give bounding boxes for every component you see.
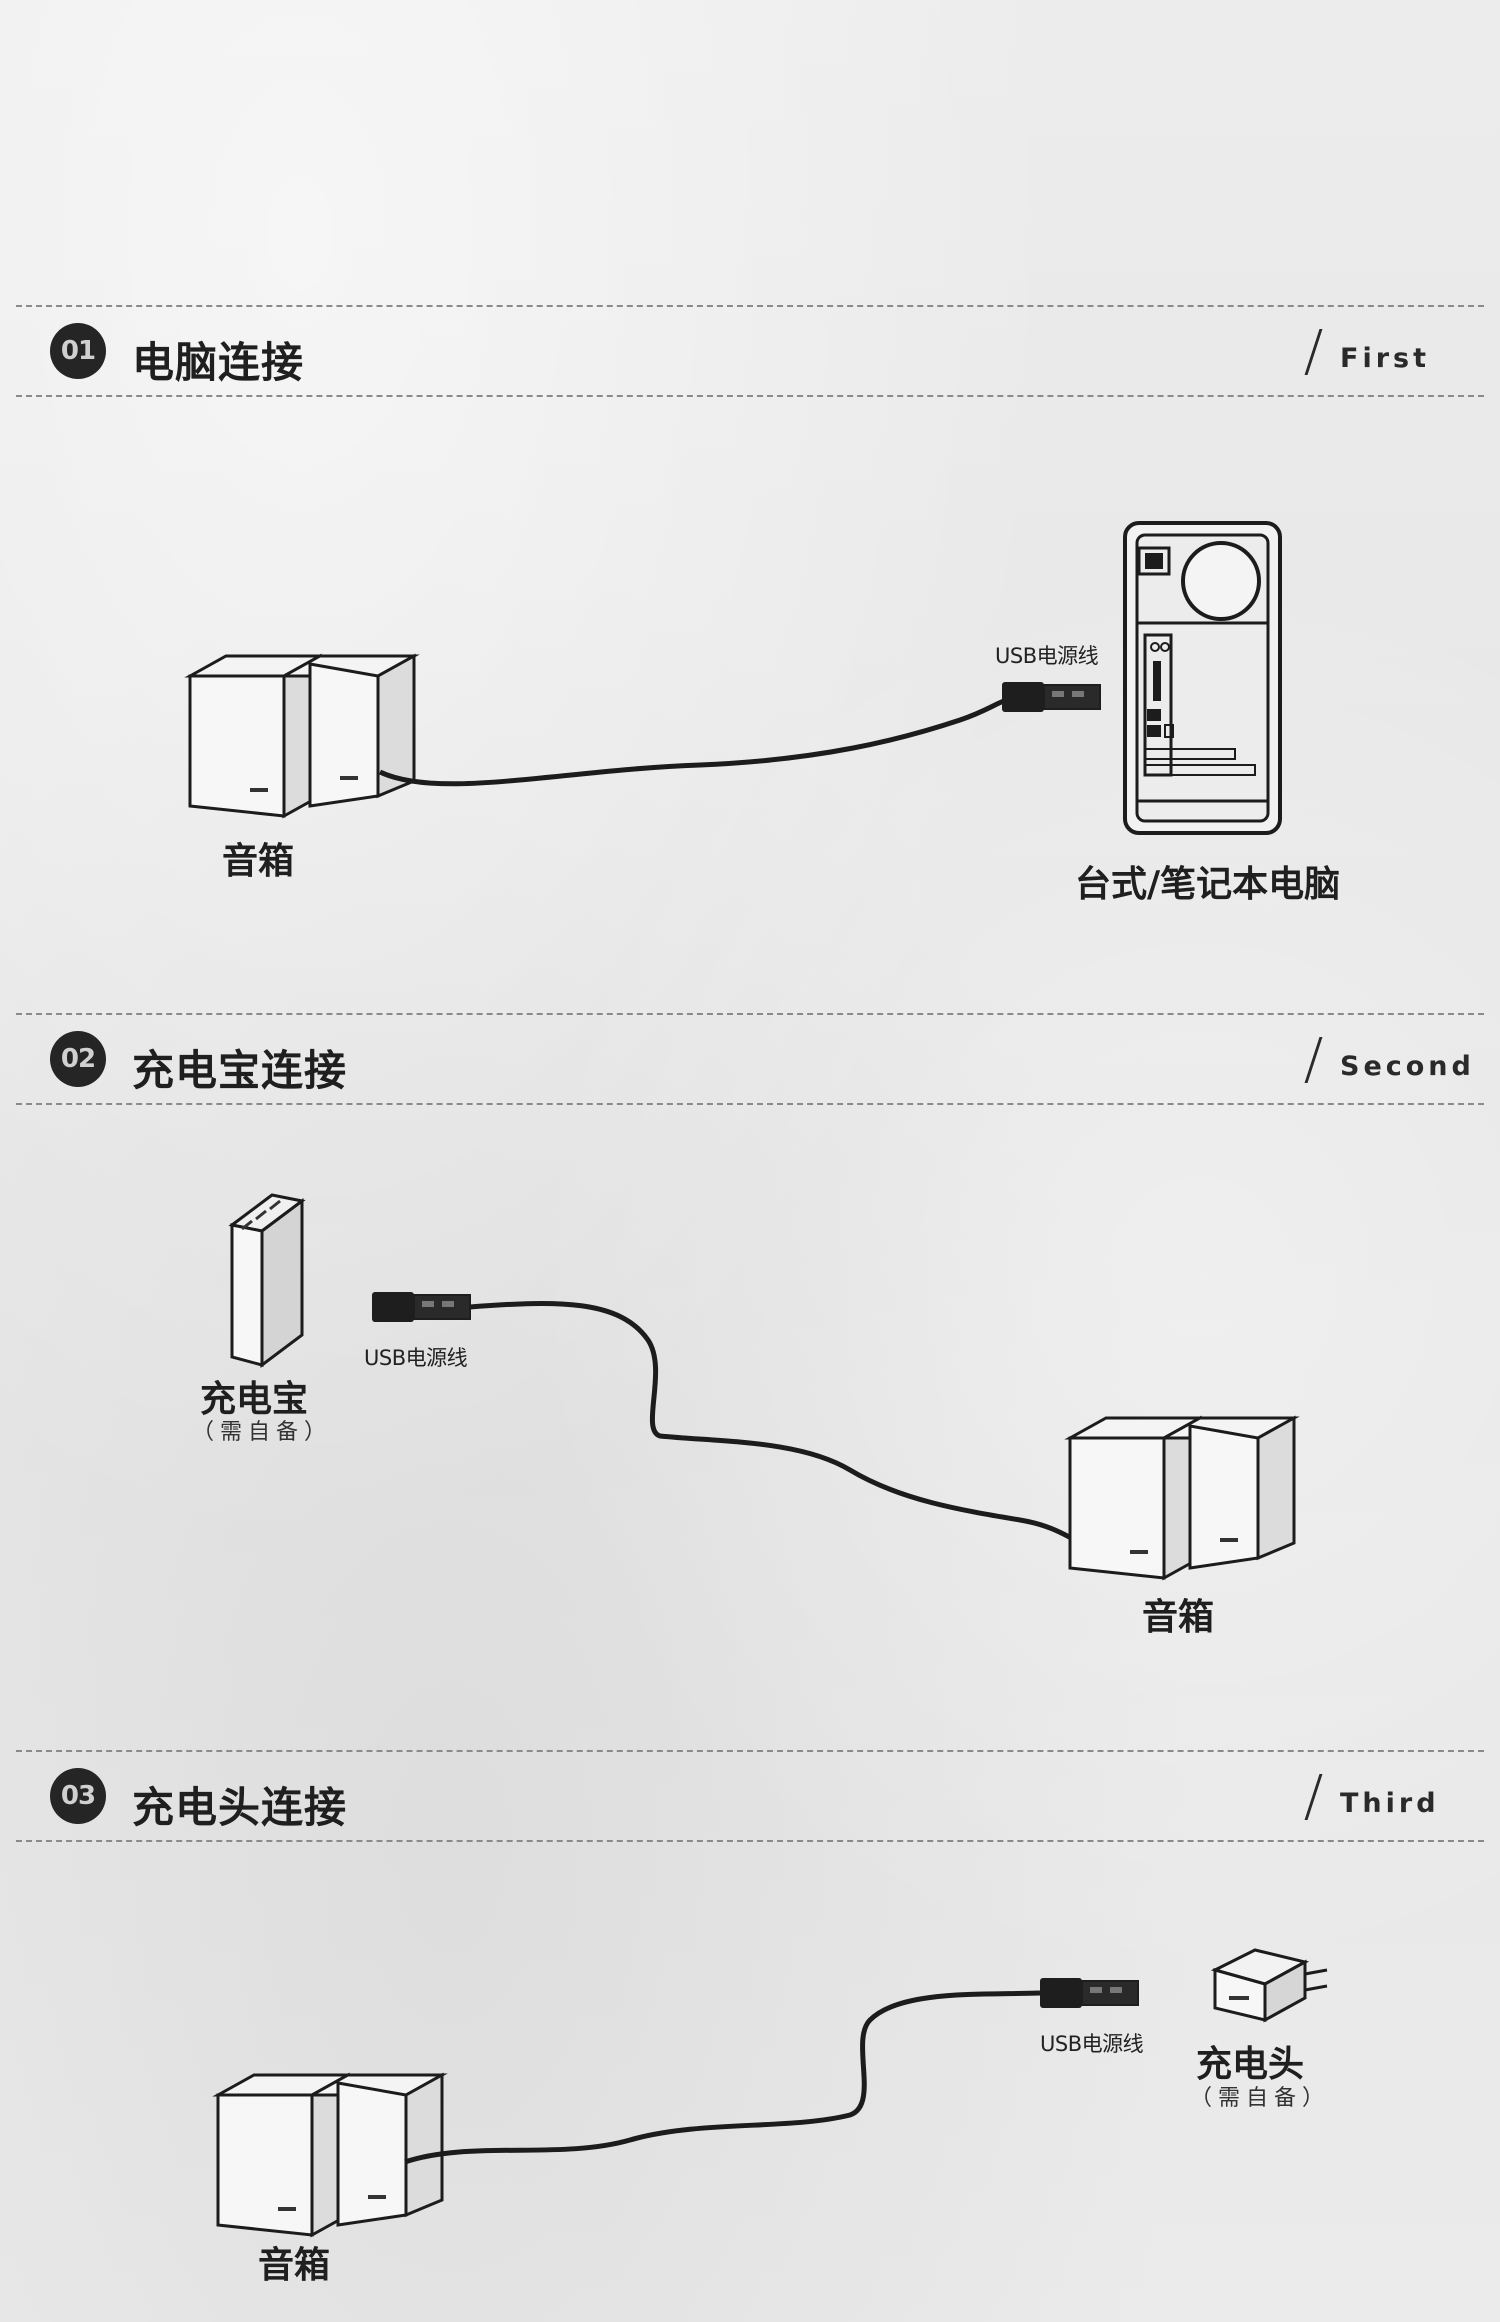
section-1-cable bbox=[378, 697, 1011, 787]
desktop-pc-icon bbox=[1123, 521, 1282, 835]
section-2-usb-plug-icon bbox=[371, 1291, 471, 1323]
section-2-top-divider bbox=[16, 1013, 1484, 1015]
section-3-device-label: 充电头 bbox=[1196, 2044, 1305, 2085]
section-2-ordinal: Second bbox=[1340, 1051, 1475, 1082]
section-1-speakers-icon bbox=[188, 654, 416, 818]
section-1-top-divider bbox=[16, 305, 1484, 307]
section-2-device-label: 充电宝 bbox=[200, 1379, 309, 1420]
power-bank-icon bbox=[228, 1193, 306, 1368]
section-3-number-badge: 03 bbox=[50, 1768, 106, 1824]
section-2-bottom-divider bbox=[16, 1103, 1484, 1105]
section-3-device-note: （需自备） bbox=[1190, 2086, 1331, 2111]
section-3-usb-plug-icon bbox=[1039, 1977, 1139, 2009]
section-3-speaker-label: 音箱 bbox=[258, 2245, 331, 2286]
section-3-speakers-icon bbox=[216, 2073, 444, 2237]
section-3-cable-label: USB电源线 bbox=[1040, 2032, 1144, 2056]
section-1-header: 01 电脑连接 First bbox=[0, 305, 1500, 397]
section-2-cable bbox=[469, 1301, 1077, 1543]
section-2-speaker-label: 音箱 bbox=[1142, 1597, 1215, 1638]
section-3-cable bbox=[404, 1990, 1041, 2165]
section-2-number-badge: 02 bbox=[50, 1031, 106, 1087]
section-1-usb-plug-icon bbox=[1001, 681, 1101, 713]
section-2-speakers-icon bbox=[1068, 1416, 1296, 1580]
section-2-cable-label: USB电源线 bbox=[364, 1346, 468, 1370]
section-3-top-divider bbox=[16, 1750, 1484, 1752]
section-1-number-badge: 01 bbox=[50, 323, 106, 379]
section-2-device-note: （需自备） bbox=[192, 1420, 333, 1445]
section-2-header: 02 充电宝连接 Second bbox=[0, 1013, 1500, 1105]
section-3-title: 充电头连接 bbox=[132, 1783, 348, 1832]
section-3-header: 03 充电头连接 Third bbox=[0, 1750, 1500, 1842]
charger-adapter-icon bbox=[1210, 1948, 1328, 2023]
section-1-ordinal: First bbox=[1340, 343, 1430, 374]
section-3-bottom-divider bbox=[16, 1840, 1484, 1842]
section-1-title: 电脑连接 bbox=[132, 338, 305, 387]
section-2-slash bbox=[1304, 1037, 1323, 1083]
section-1-speaker-label: 音箱 bbox=[222, 841, 295, 882]
section-1-device-label: 台式/笔记本电脑 bbox=[1075, 864, 1341, 905]
section-3-ordinal: Third bbox=[1340, 1788, 1440, 1819]
section-1-cable-label: USB电源线 bbox=[995, 644, 1099, 668]
section-1-bottom-divider bbox=[16, 395, 1484, 397]
section-2-title: 充电宝连接 bbox=[132, 1046, 348, 1095]
section-3-slash bbox=[1304, 1774, 1323, 1820]
